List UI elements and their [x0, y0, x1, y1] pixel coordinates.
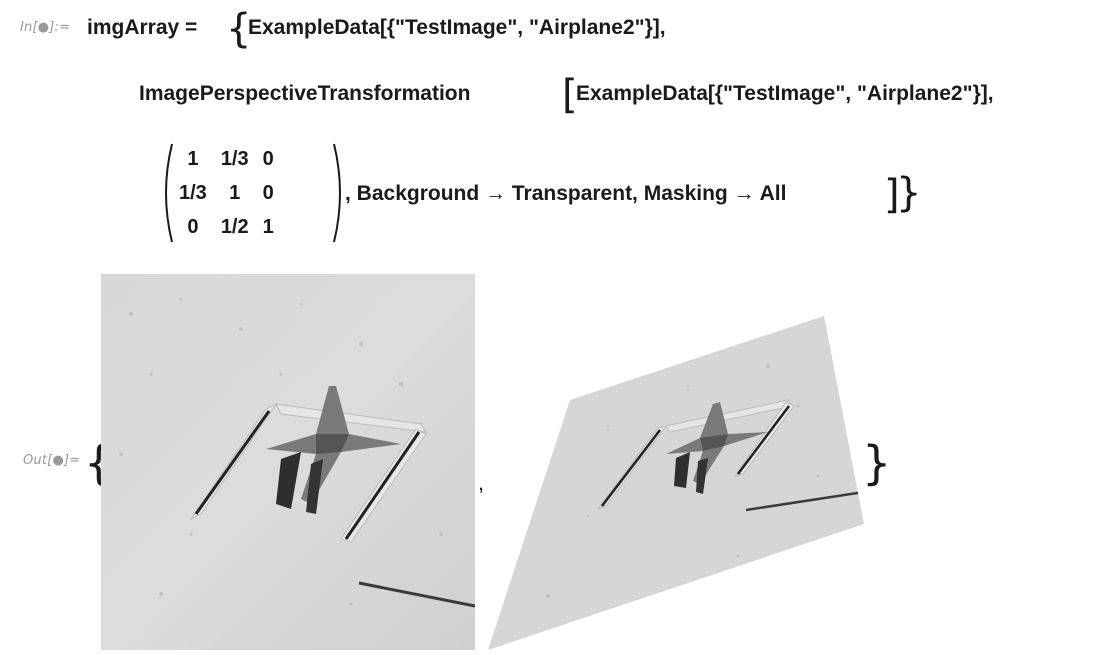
close-list-brace: } — [896, 170, 922, 216]
code-line-1-prefix[interactable]: imgArray = — [87, 16, 204, 39]
transformation-matrix[interactable]: 1 1/3 0 1/3 1 0 0 1/2 1 — [158, 140, 348, 246]
aircraft-shape — [266, 386, 401, 514]
matrix-cell: 0 — [262, 181, 274, 204]
perspective-transformed-image — [488, 316, 864, 650]
matrix-cell: 1/3 — [179, 181, 207, 204]
matrix-cell: 0 — [187, 215, 199, 238]
output-separator: , — [478, 470, 485, 495]
matrix-cell: 1 — [187, 147, 199, 170]
matrix-row: 0 1/2 1 — [172, 210, 281, 244]
open-list-brace: { — [226, 6, 252, 52]
close-func-bracket: ] — [884, 172, 900, 218]
matrix-row: 1 1/3 0 — [172, 142, 281, 176]
matrix-cell: 1 — [229, 181, 241, 204]
airplane-test-image — [101, 274, 476, 650]
output-prompt: Out[●]= — [23, 453, 81, 468]
matrix-cell: 0 — [262, 147, 274, 170]
output-close-brace: } — [862, 436, 892, 490]
code-line-1-body[interactable]: ExampleData[{"TestImage", "Airplane2"}], — [248, 16, 666, 39]
matrix-row: 1/3 1 0 — [172, 176, 281, 210]
code-line-3-options[interactable]: , Background → Transparent, Masking → Al… — [345, 182, 787, 205]
input-prompt: In[●]:= — [20, 20, 71, 35]
matrix-parentheses — [165, 143, 341, 243]
matrix-table: 1 1/3 0 1/3 1 0 0 1/2 1 — [172, 142, 281, 244]
code-line-2-body[interactable]: ExampleData[{"TestImage", "Airplane2"}], — [576, 82, 994, 105]
code-line-2-func[interactable]: ImagePerspectiveTransformation — [139, 82, 471, 105]
matrix-cell: 1 — [262, 215, 274, 238]
matrix-cell: 1/3 — [220, 147, 249, 170]
transformed-image[interactable] — [488, 316, 864, 650]
output-cell[interactable]: Out[●]= { — [0, 260, 1120, 652]
input-cell[interactable]: In[●]:= imgArray = { ExampleData[{"TestI… — [0, 0, 1120, 250]
open-func-bracket: [ — [562, 72, 578, 118]
matrix-cell: 1/2 — [220, 215, 249, 238]
original-image[interactable] — [101, 274, 476, 650]
